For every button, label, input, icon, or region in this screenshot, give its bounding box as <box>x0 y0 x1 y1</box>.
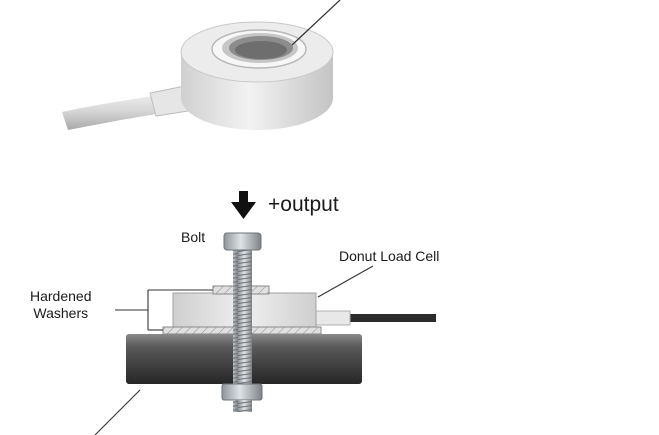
leader-line-beam <box>94 389 141 435</box>
arrow-down-icon <box>231 191 256 219</box>
cell-hole-inner <box>235 41 287 59</box>
donut-load-cell-label: Donut Load Cell <box>339 248 440 264</box>
hardened-washers-label-line1: Hardened <box>30 288 92 304</box>
leader-line-donut <box>317 265 374 298</box>
leader-line-top <box>291 0 341 46</box>
cell-cable <box>348 314 436 322</box>
cable-relief <box>311 310 351 326</box>
load-cell-photo <box>62 0 341 130</box>
bolt-head <box>223 232 262 251</box>
mounting-diagram <box>94 191 436 435</box>
washer-bracket <box>115 289 213 331</box>
bolt-tail <box>233 400 252 412</box>
output-label: +output <box>268 193 339 216</box>
hardened-washers-label-line2: Washers <box>33 305 89 321</box>
bolt-label: Bolt <box>181 229 206 245</box>
hardened-washers-label: Hardened Washers <box>30 288 92 322</box>
bolt-shaft <box>233 248 252 408</box>
nut <box>221 383 263 401</box>
